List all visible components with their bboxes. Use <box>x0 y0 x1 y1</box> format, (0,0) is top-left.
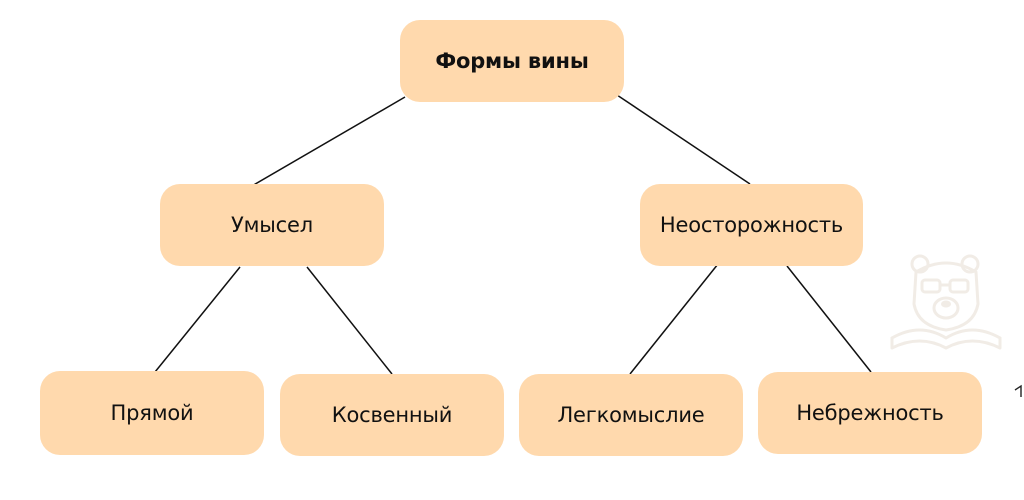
edge-fragment-icon <box>1014 384 1022 397</box>
node-label: Формы вины <box>435 49 589 73</box>
bear-logo-icon <box>890 254 1002 350</box>
node-label: Прямой <box>110 401 194 425</box>
node-frivolity: Легкомыслие <box>519 374 743 456</box>
connector-root-intent <box>244 96 406 191</box>
node-label: Небрежность <box>796 401 944 425</box>
connector-root-negligence <box>616 94 751 185</box>
connector-intent-direct <box>154 266 241 373</box>
node-forms-of-guilt: Формы вины <box>400 20 624 102</box>
node-label: Легкомыслие <box>557 403 705 427</box>
node-label: Неосторожность <box>659 213 844 237</box>
node-label: Косвенный <box>331 403 453 427</box>
node-direct-intent: Прямой <box>40 371 264 455</box>
node-negligence: Неосторожность <box>640 184 863 266</box>
node-indirect-intent: Косвенный <box>280 374 504 456</box>
connector-negligence-frivolity <box>629 263 719 375</box>
connector-negligence-carelessness <box>786 265 872 373</box>
connector-intent-indirect <box>306 266 393 375</box>
node-intent: Умысел <box>160 184 384 266</box>
node-carelessness: Небрежность <box>758 372 982 454</box>
node-label: Умысел <box>231 213 313 237</box>
